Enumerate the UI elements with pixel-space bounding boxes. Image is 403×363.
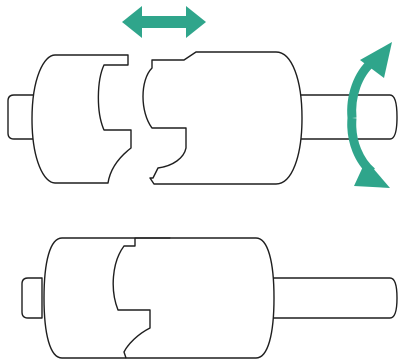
top-right-shaft xyxy=(291,94,398,140)
bottom-left-stub-shaft xyxy=(21,277,43,319)
top-left-hub xyxy=(31,54,132,184)
top-right-hub xyxy=(142,51,303,185)
top-left-stub-shaft xyxy=(7,94,39,140)
rotation-arrow-icon xyxy=(347,42,392,188)
bottom-coupling-body xyxy=(43,237,275,359)
bottom-assembly xyxy=(21,237,398,359)
axial-slide-arrow-icon xyxy=(122,6,206,38)
top-assembly xyxy=(7,6,398,188)
bottom-jaw-joint-line xyxy=(112,237,171,359)
bottom-right-shaft xyxy=(265,277,398,319)
